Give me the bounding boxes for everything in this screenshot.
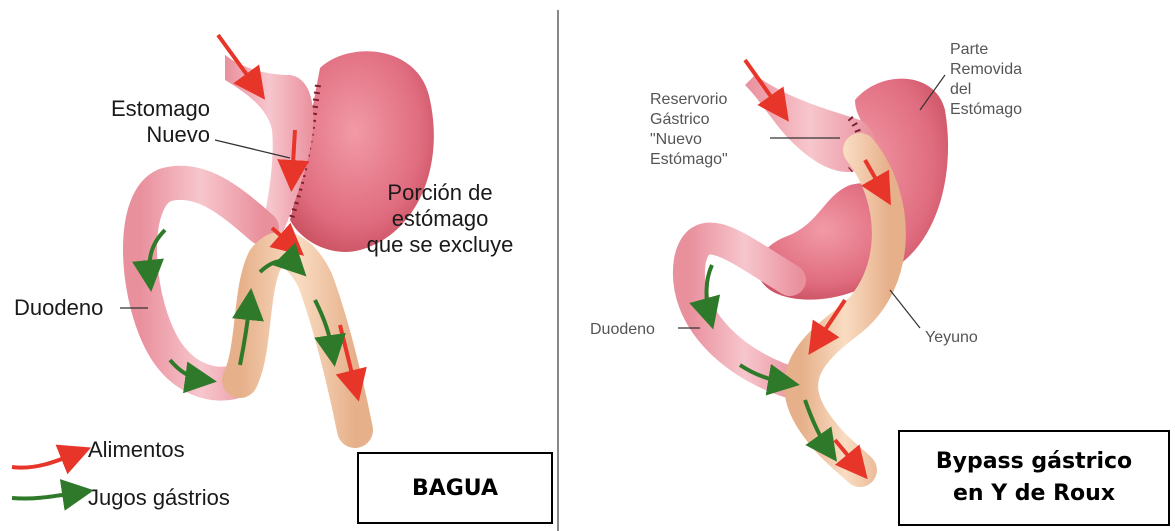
label-parte-removida: Parte Removida del Estómago [950, 40, 1022, 120]
duodenum-right [689, 239, 800, 385]
label-duodeno-left: Duodeno [14, 295, 103, 321]
legend-jugos: Jugos gástrios [88, 485, 230, 511]
label-yeyuno: Yeyuno [925, 328, 978, 348]
leader-yeyuno [890, 290, 920, 328]
bagua-illustration [12, 35, 434, 499]
legend-red-arrow [12, 452, 80, 468]
legend-green-arrow [12, 492, 82, 499]
label-nuevo-estomago: Estomago Nuevo [90, 96, 210, 148]
jejunum-loop [240, 250, 355, 430]
label-duodeno-right: Duodeno [590, 320, 655, 340]
caption-bagua: BAGUA [357, 452, 553, 524]
label-porcion-excluida: Porción de estómago que se excluye [345, 180, 535, 258]
label-reservorio: Reservorio Gástrico "Nuevo Estómago" [650, 90, 728, 170]
caption-bypass: Bypass gástrico en Y de Roux [898, 430, 1170, 526]
legend-alimentos: Alimentos [88, 437, 185, 463]
